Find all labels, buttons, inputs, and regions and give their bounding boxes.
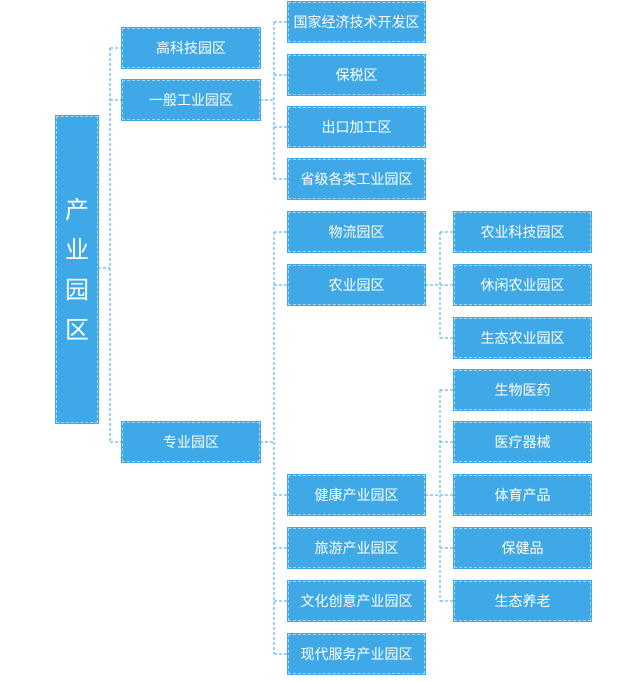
node-bonded-zone: 保税区 [287,54,426,96]
node-medical-devices: 医疗器械 [453,421,592,463]
node-modern-service-park: 现代服务产业园区 [287,633,426,675]
root-char-3: 园 [65,275,89,304]
node-hightech-park: 高科技园区 [121,27,261,69]
node-general-industrial-park: 一般工业园区 [121,79,261,121]
node-eco-agri-park: 生态农业园区 [453,317,592,359]
node-national-development-zone: 国家经济技术开发区 [287,1,426,43]
node-biomedicine: 生物医药 [453,369,592,411]
node-agri-tech-park: 农业科技园区 [453,211,592,253]
node-cultural-creative-park: 文化创意产业园区 [287,580,426,622]
root-node-industrial-park: 产 业 园 区 [55,115,99,424]
node-health-industry-park: 健康产业园区 [287,474,426,516]
node-sports-products: 体育产品 [453,474,592,516]
node-eco-elderly-care: 生态养老 [453,580,592,622]
node-tourism-industry-park: 旅游产业园区 [287,527,426,569]
node-agriculture-park: 农业园区 [287,264,426,306]
root-char-4: 区 [65,315,89,344]
root-char-2: 业 [65,235,89,264]
node-logistics-park: 物流园区 [287,211,426,253]
node-health-products: 保健品 [453,527,592,569]
node-leisure-agri-park: 休闲农业园区 [453,264,592,306]
node-export-processing-zone: 出口加工区 [287,106,426,148]
root-char-1: 产 [65,195,89,224]
node-specialized-park: 专业园区 [121,421,261,463]
node-provincial-industrial-park: 省级各类工业园区 [287,158,426,200]
